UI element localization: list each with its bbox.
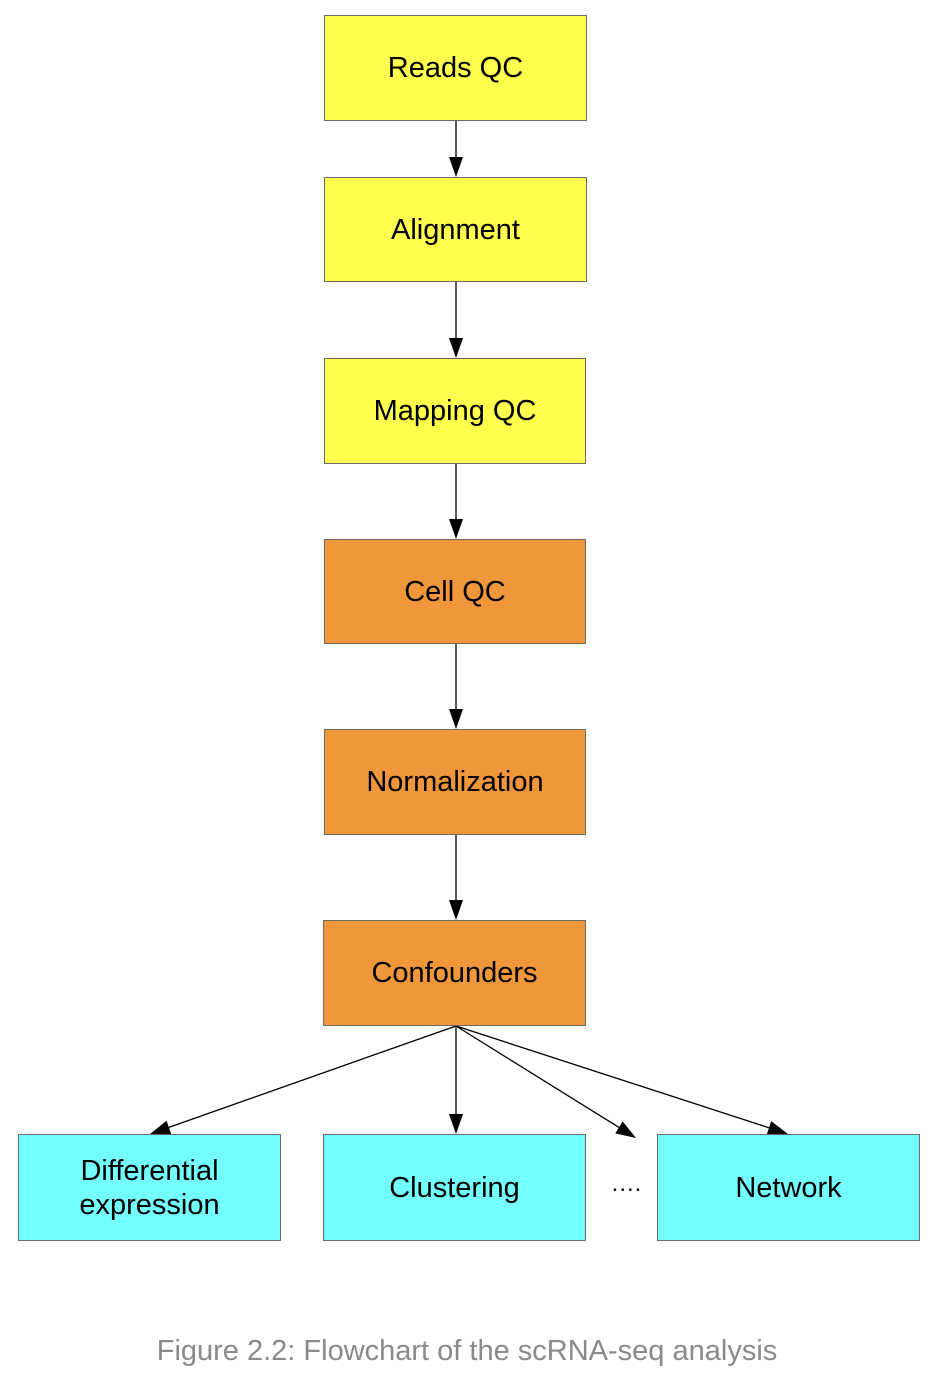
differential-expression-label: Differential expression: [79, 1154, 220, 1221]
edge-confounders-to-network: [455, 1025, 788, 1135]
edge-line: [455, 1025, 620, 1128]
clustering-label: Clustering: [389, 1171, 520, 1204]
edge-mapping-qc-to-cell-qc: [449, 464, 463, 539]
network-label: Network: [735, 1171, 842, 1204]
edge-confounders-to-clustering: [449, 1026, 463, 1134]
cell-qc-label: Cell QC: [404, 575, 506, 608]
arrowhead-icon: [449, 1114, 463, 1134]
confounders-label: Confounders: [371, 957, 538, 989]
arrowhead-icon: [449, 900, 463, 920]
normalization-label: Normalization: [366, 766, 544, 798]
edge-line: [455, 1025, 770, 1129]
normalization-node: Normalization: [324, 729, 586, 835]
arrowhead-icon: [766, 1121, 788, 1135]
edge-cell-qc-to-normalization: [449, 644, 463, 729]
alignment-node: Alignment: [324, 177, 587, 282]
reads-qc-node: Reads QC: [324, 15, 587, 121]
arrowhead-icon: [150, 1120, 172, 1134]
mapping-qc-label: Mapping QC: [373, 395, 537, 427]
mapping-qc-node: Mapping QC: [324, 358, 586, 464]
alignment-label: Alignment: [391, 213, 520, 246]
edge-normalization-to-confounders: [449, 835, 463, 920]
edge-line: [168, 1025, 457, 1128]
arrowhead-icon: [449, 157, 463, 177]
arrowhead-icon: [615, 1121, 636, 1138]
edge-confounders-to-ellipsis: [455, 1025, 636, 1138]
differential-expression-node: Differential expression: [18, 1134, 281, 1241]
arrowhead-icon: [449, 709, 463, 729]
figure-caption: Figure 2.2: Flowchart of the scRNA-seq a…: [156, 1335, 778, 1367]
edge-reads-qc-to-alignment: [449, 121, 463, 177]
cell-qc-node: Cell QC: [324, 539, 586, 644]
reads-qc-label: Reads QC: [387, 52, 524, 84]
arrowhead-icon: [449, 338, 463, 358]
edge-alignment-to-mapping-qc: [449, 282, 463, 358]
confounders-node: Confounders: [323, 920, 586, 1026]
edge-confounders-to-differential-expression: [150, 1025, 457, 1134]
clustering-node: Clustering: [323, 1134, 586, 1241]
arrowhead-icon: [449, 519, 463, 539]
more-steps-ellipsis: ....: [611, 1170, 643, 1197]
network-node: Network: [657, 1134, 920, 1241]
